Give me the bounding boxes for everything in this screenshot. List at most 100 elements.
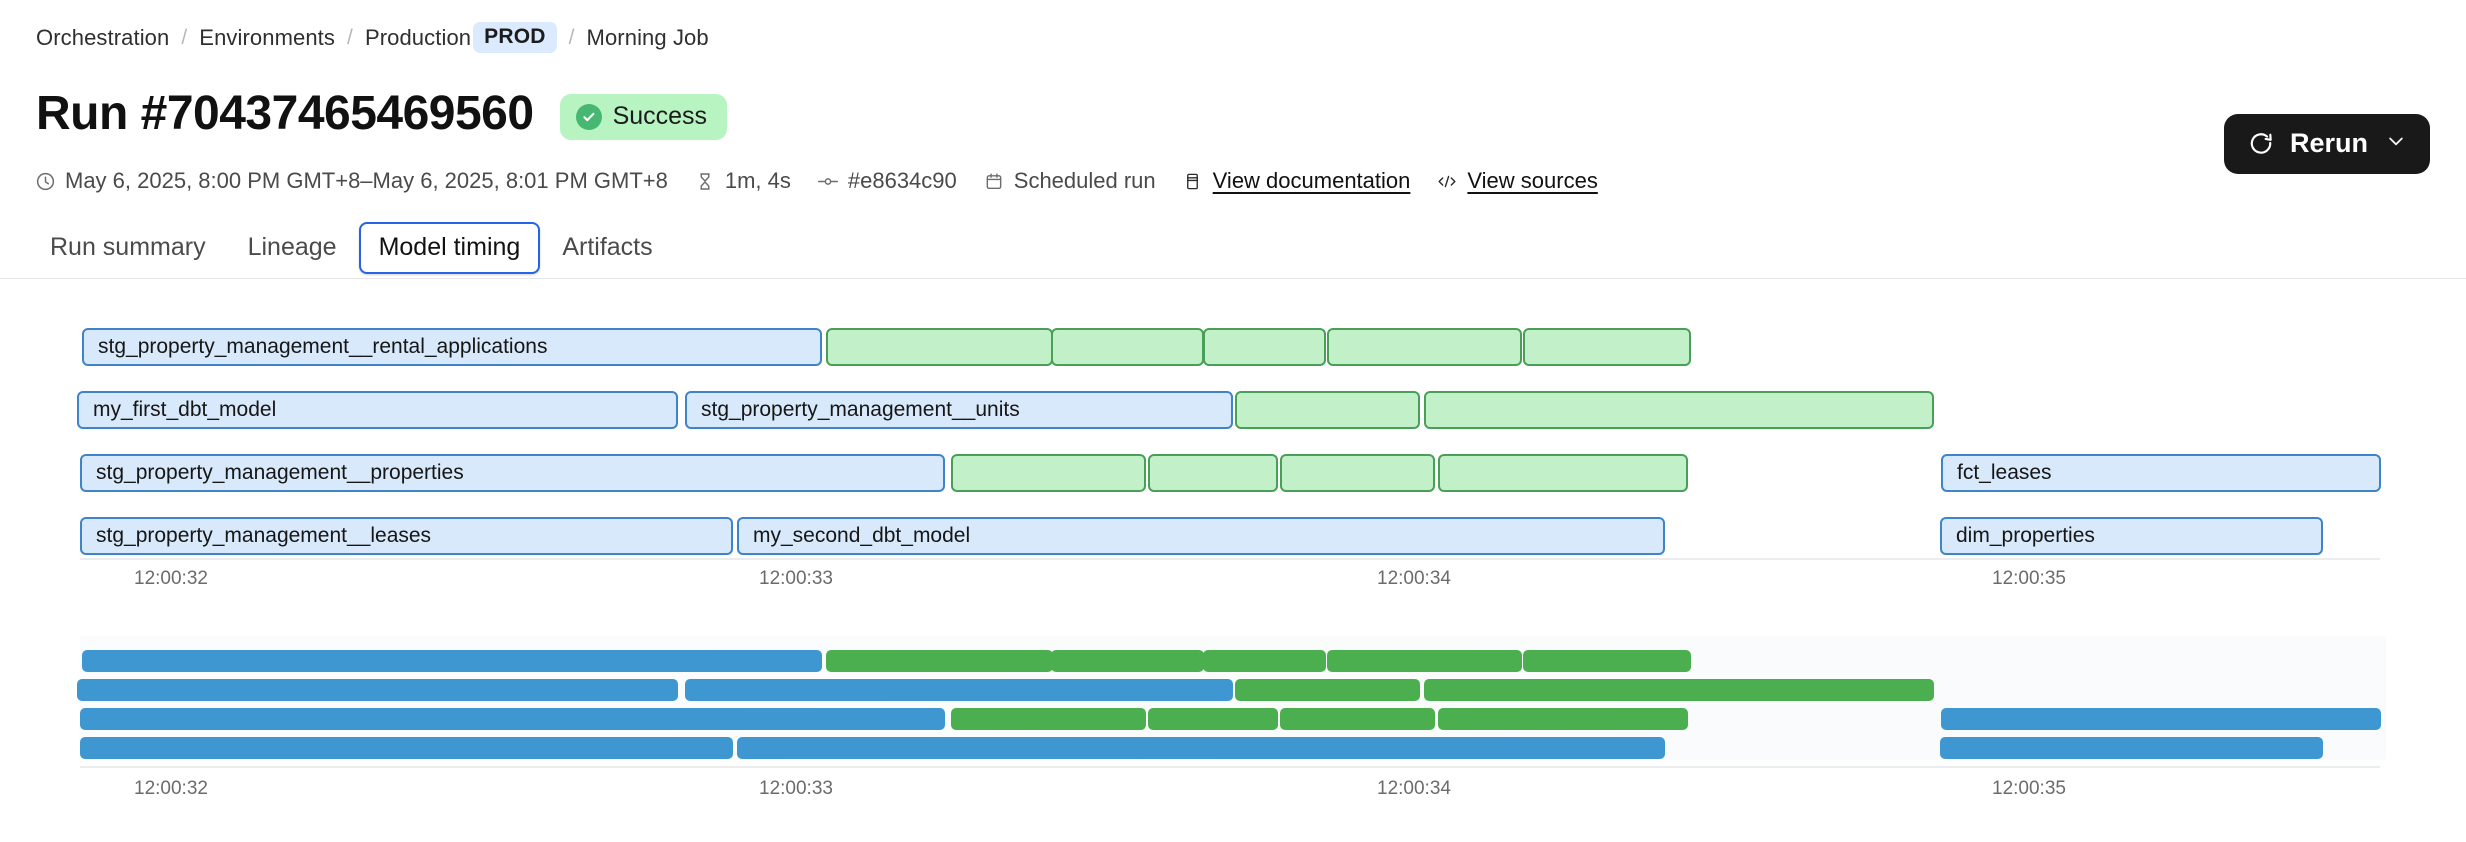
gantt-bar[interactable] <box>951 454 1146 492</box>
gantt-bar[interactable] <box>80 737 733 759</box>
commit-icon <box>817 170 839 192</box>
gantt-bar[interactable] <box>1941 708 2381 730</box>
gantt-bar[interactable] <box>1438 454 1688 492</box>
gantt-bar[interactable] <box>685 679 1233 701</box>
time-axis-line <box>80 558 2380 560</box>
tab-artifacts[interactable]: Artifacts <box>562 233 653 261</box>
time-axis-tick-label: 12:00:33 <box>759 568 833 589</box>
meta-book[interactable]: View documentation <box>1182 168 1411 194</box>
gantt-bar-dim_properties[interactable]: dim_properties <box>1940 517 2323 555</box>
page-title: Run #70437465469560 <box>36 86 534 140</box>
gantt-row: my_first_dbt_model stg_property_managemen… <box>0 391 2466 429</box>
meta-label: View documentation <box>1212 168 1411 193</box>
gantt-bar[interactable] <box>1940 737 2323 759</box>
gantt-bar[interactable] <box>80 708 945 730</box>
gantt-bar[interactable] <box>1523 650 1691 672</box>
breadcrumb-separator: / <box>568 25 575 49</box>
gantt-bar[interactable] <box>1280 708 1435 730</box>
code-icon <box>1436 170 1458 192</box>
gantt-bar[interactable] <box>77 679 678 701</box>
chevron-down-icon[interactable] <box>2386 131 2406 157</box>
gantt-row <box>0 708 2466 730</box>
time-axis-tick-label: 12:00:33 <box>759 778 833 799</box>
breadcrumb-item-environments[interactable]: Environments <box>199 24 335 50</box>
gantt-bar-stg_property_management__leases[interactable]: stg_property_management__leases <box>80 517 733 555</box>
gantt-bar[interactable] <box>737 737 1665 759</box>
tab-lineage[interactable]: Lineage <box>247 233 337 261</box>
gantt-bar-label: my_first_dbt_model <box>93 398 277 421</box>
gantt-bar-stg_property_management__rental_applications[interactable]: stg_property_management__rental_applicat… <box>82 328 822 366</box>
gantt-bar-my_first_dbt_model[interactable]: my_first_dbt_model <box>77 391 678 429</box>
meta-label: May 6, 2025, 8:00 PM GMT+8–May 6, 2025, … <box>65 168 668 193</box>
gantt-bar[interactable] <box>826 650 1053 672</box>
meta-clock: May 6, 2025, 8:00 PM GMT+8–May 6, 2025, … <box>34 168 668 194</box>
breadcrumb-item-orchestration[interactable]: Orchestration <box>36 24 170 50</box>
gantt-bar[interactable] <box>1051 650 1204 672</box>
gantt-bar[interactable] <box>1424 391 1934 429</box>
gantt-bar[interactable] <box>1235 391 1420 429</box>
time-axis-tick-label: 12:00:32 <box>134 778 208 799</box>
rerun-button[interactable]: Rerun <box>2223 114 2430 174</box>
gantt-bar-label: stg_property_management__leases <box>96 524 432 547</box>
gantt-bar[interactable] <box>1523 328 1691 366</box>
meta-calendar: Scheduled run <box>983 168 1156 194</box>
gantt-bar-my_second_dbt_model[interactable]: my_second_dbt_model <box>737 517 1665 555</box>
gantt-bar[interactable] <box>1235 679 1420 701</box>
title-row: Run #70437465469560 Success <box>36 86 728 140</box>
gantt-bar[interactable] <box>1327 328 1522 366</box>
breadcrumb-env-badge: PROD <box>473 22 557 53</box>
gantt-bar-label: stg_property_management__rental_applicat… <box>98 335 548 358</box>
tab-bar-divider <box>0 278 2466 279</box>
gantt-bar[interactable] <box>82 650 822 672</box>
gantt-bar-stg_property_management__properties[interactable]: stg_property_management__properties <box>80 454 945 492</box>
status-badge: Success <box>559 94 728 140</box>
status-badge-label: Success <box>612 102 708 130</box>
gantt-bar[interactable] <box>1203 650 1326 672</box>
gantt-bar-label: stg_property_management__properties <box>96 461 464 484</box>
gantt-bar[interactable] <box>1148 454 1278 492</box>
refresh-icon <box>2248 131 2274 157</box>
meta-code[interactable]: View sources <box>1436 168 1598 194</box>
gantt-bar[interactable] <box>1424 679 1934 701</box>
gantt-bar-fct_leases[interactable]: fct_leases <box>1941 454 2381 492</box>
gantt-bar[interactable] <box>1438 708 1688 730</box>
gantt-bar-label: stg_property_management__units <box>701 398 1020 421</box>
gantt-bar[interactable] <box>1280 454 1435 492</box>
meta-label: 1m, 4s <box>724 168 791 193</box>
gantt-bar[interactable] <box>1051 328 1204 366</box>
gantt-bar-stg_property_management__units[interactable]: stg_property_management__units <box>685 391 1233 429</box>
run-metadata: May 6, 2025, 8:00 PM GMT+8–May 6, 2025, … <box>34 168 1624 194</box>
time-axis-tick-label: 12:00:35 <box>1992 568 2066 589</box>
time-axis-tick-label: 12:00:34 <box>1377 778 1451 799</box>
gantt-bar-label: fct_leases <box>1957 461 2052 484</box>
tab-run-summary[interactable]: Run summary <box>50 233 206 261</box>
gantt-bar[interactable] <box>951 708 1146 730</box>
breadcrumb-item-production[interactable]: Production <box>364 24 472 50</box>
rerun-button-label: Rerun <box>2289 128 2368 158</box>
gantt-bar[interactable] <box>1327 650 1522 672</box>
gantt-bar-label: my_second_dbt_model <box>753 524 971 547</box>
calendar-icon <box>983 170 1005 192</box>
gantt-row: stg_property_management__properties fct_l… <box>0 454 2466 492</box>
book-icon <box>1182 170 1204 192</box>
gantt-bar-label: dim_properties <box>1956 524 2095 547</box>
time-axis-tick-label: 12:00:34 <box>1377 568 1451 589</box>
gantt-bar[interactable] <box>826 328 1053 366</box>
meta-hourglass: 1m, 4s <box>694 168 791 194</box>
time-axis-tick-label: 12:00:32 <box>134 568 208 589</box>
gantt-row <box>0 679 2466 701</box>
breadcrumb-separator: / <box>181 25 188 49</box>
gantt-bar[interactable] <box>1203 328 1326 366</box>
tab-model-timing[interactable]: Model timing <box>358 222 541 274</box>
tab-bar: Run summary Lineage Model timing Artifacts <box>30 222 673 274</box>
gantt-bar[interactable] <box>1148 708 1278 730</box>
breadcrumb-item-morning-job: Morning Job <box>586 24 709 50</box>
gantt-row: stg_property_management__leases my_second… <box>0 517 2466 555</box>
gantt-row: stg_property_management__rental_applicat… <box>0 328 2466 366</box>
clock-icon <box>34 170 56 192</box>
meta-label: Scheduled run <box>1013 168 1156 193</box>
meta-label: View sources <box>1467 168 1598 193</box>
model-timing-detail-chart[interactable]: stg_property_management__rental_applicat… <box>0 318 2466 589</box>
time-axis-line <box>80 766 2380 768</box>
